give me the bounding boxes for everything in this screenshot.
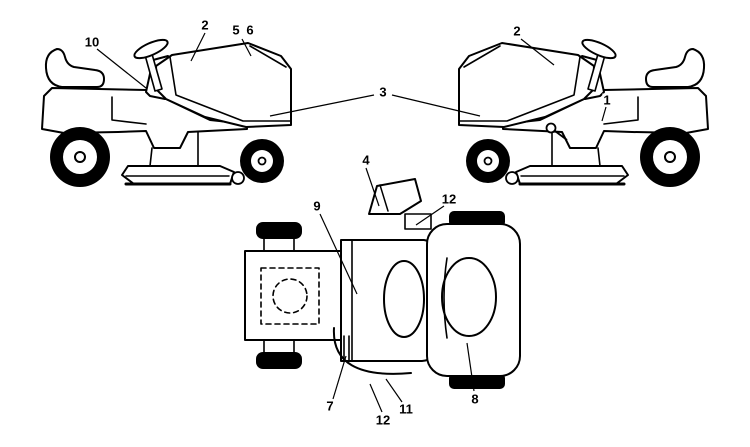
callout-4: 4 [361,152,371,168]
callout-11: 11 [398,401,414,417]
callout-5: 5 [231,22,241,38]
leader-lines [96,32,607,413]
callout-6: 6 [245,22,255,38]
callout-2-right: 2 [512,23,522,39]
callout-1: 1 [602,92,612,108]
callout-2-left: 2 [200,17,210,33]
callout-9: 9 [312,198,322,214]
top-view [244,178,521,389]
right-side-view [457,34,710,189]
callout-12-bottom: 12 [374,412,392,428]
callout-7: 7 [325,398,335,414]
left-side-view [40,34,293,189]
callout-10: 10 [83,34,101,50]
callout-8: 8 [470,391,480,407]
callout-12-top: 12 [440,191,458,207]
lift-lever-detail [545,122,568,141]
callout-3: 3 [378,84,388,100]
